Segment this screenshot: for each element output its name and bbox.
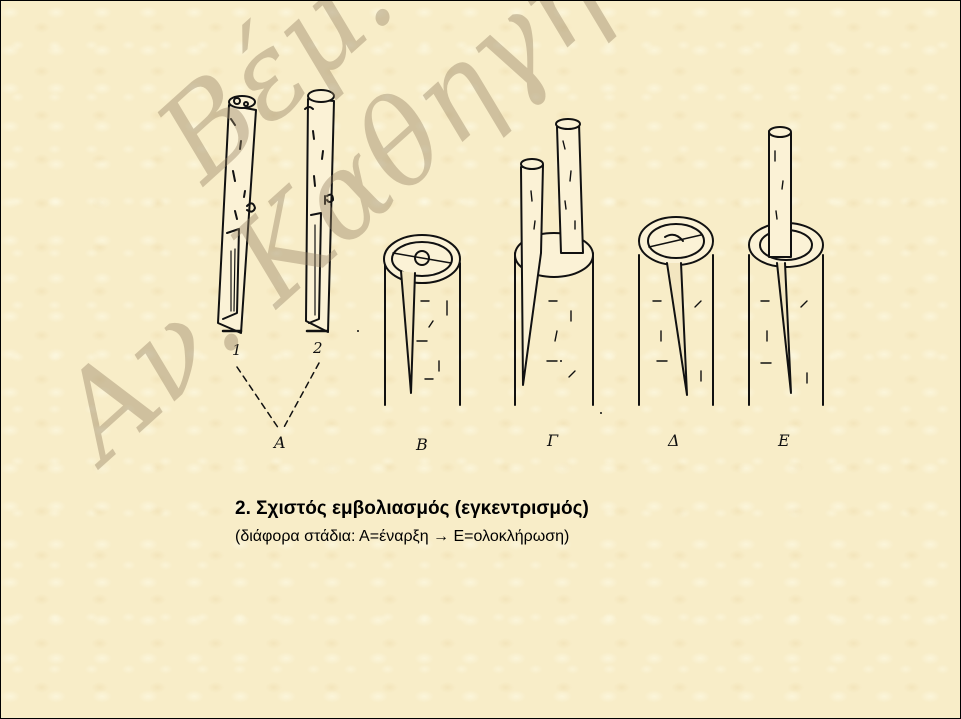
stage-label-b: Β [416,435,428,454]
stage-d-drawing [639,217,713,405]
scion-2-drawing [305,90,334,332]
scion-1-drawing [218,96,256,333]
stage-b-drawing [384,235,460,405]
stage-e-drawing [749,127,823,405]
stage-label-e: Ε [778,431,790,450]
stage-label-c: Γ [547,431,558,450]
dashed-pointer-lines [237,363,319,429]
stage-label-a: Α [274,433,286,452]
scion-number-1: 1 [232,341,242,359]
scion-number-2: 2 [313,339,323,357]
stage-label-d: Δ [668,431,680,450]
figure-caption-subtitle: (διάφορα στάδια: Α=έναρξη → Ε=ολοκλήρωση… [235,528,569,546]
stage-c-drawing [515,119,593,405]
figure-caption-title: 2. Σχιστός εμβολιασμός (εγκεντρισμός) [235,498,589,520]
